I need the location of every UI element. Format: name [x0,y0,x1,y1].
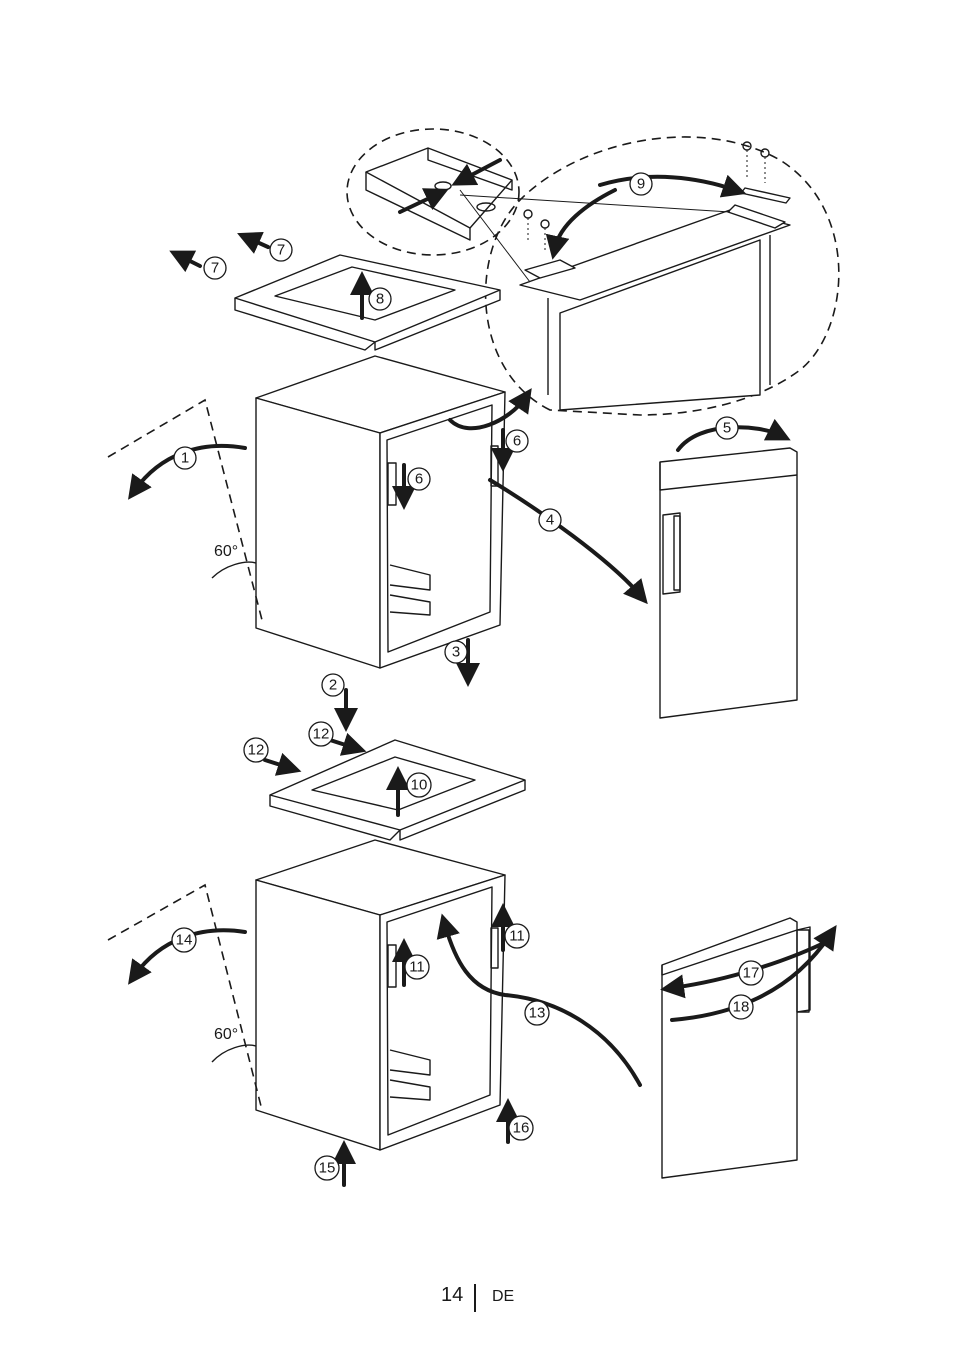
step-7a: 7 [269,238,293,262]
step-6b: 6 [407,467,431,491]
step-17: 17 [738,960,764,986]
step-11a: 11 [504,923,530,949]
swing-guide-bottom [107,883,263,1111]
footer-divider [474,1284,476,1312]
page-number: 14 [441,1284,464,1306]
svg-text:15: 15 [319,1160,336,1177]
step-1: 1 [173,446,197,470]
step-6a: 6 [505,429,529,453]
step-7b: 7 [203,256,227,280]
step-14: 14 [171,927,197,953]
svg-text:10: 10 [411,777,428,794]
svg-text:12: 12 [248,742,265,759]
svg-text:7: 7 [277,242,285,259]
svg-text:12: 12 [313,726,330,743]
step-16: 16 [508,1115,534,1141]
svg-text:18: 18 [733,999,750,1016]
step-2: 2 [321,673,345,697]
step-10: 10 [406,772,432,798]
svg-text:6: 6 [415,471,423,488]
svg-text:5: 5 [723,420,731,437]
svg-text:11: 11 [409,959,425,976]
svg-text:7: 7 [211,260,219,277]
page-footer: 14 DE [0,1284,954,1314]
cabinet-top [255,355,506,669]
svg-text:16: 16 [513,1120,530,1137]
worktop-top [234,254,501,351]
step-11b: 11 [404,954,430,980]
swing-guide-top [107,398,263,621]
step-18: 18 [728,994,754,1020]
angle-label-bottom: 60° [214,1026,238,1043]
step-12b: 12 [243,737,269,763]
door-top [659,447,798,719]
svg-text:3: 3 [452,644,460,661]
angle-label-top: 60° [214,543,238,560]
svg-text:2: 2 [329,677,337,694]
step-3: 3 [444,640,468,664]
svg-text:14: 14 [176,932,193,949]
step-9: 9 [629,172,653,196]
screw-icon [523,141,770,252]
detail-bubble-small [346,128,520,256]
step-15: 15 [314,1155,340,1181]
svg-text:1: 1 [181,450,189,467]
step-5: 5 [715,416,739,440]
detail-bubble-large [459,136,840,416]
svg-text:6: 6 [513,433,521,450]
step-13: 13 [524,1000,550,1026]
step-12a: 12 [308,721,334,747]
arrows-top [128,174,791,732]
svg-text:13: 13 [529,1005,546,1022]
step-4: 4 [538,508,562,532]
svg-text:8: 8 [376,291,384,308]
svg-text:17: 17 [743,965,760,982]
cabinet-bottom [255,839,506,1151]
step-8: 8 [368,287,392,311]
svg-text:9: 9 [637,176,645,193]
svg-text:11: 11 [509,928,525,945]
svg-text:4: 4 [546,512,554,529]
language-code: DE [492,1288,515,1305]
